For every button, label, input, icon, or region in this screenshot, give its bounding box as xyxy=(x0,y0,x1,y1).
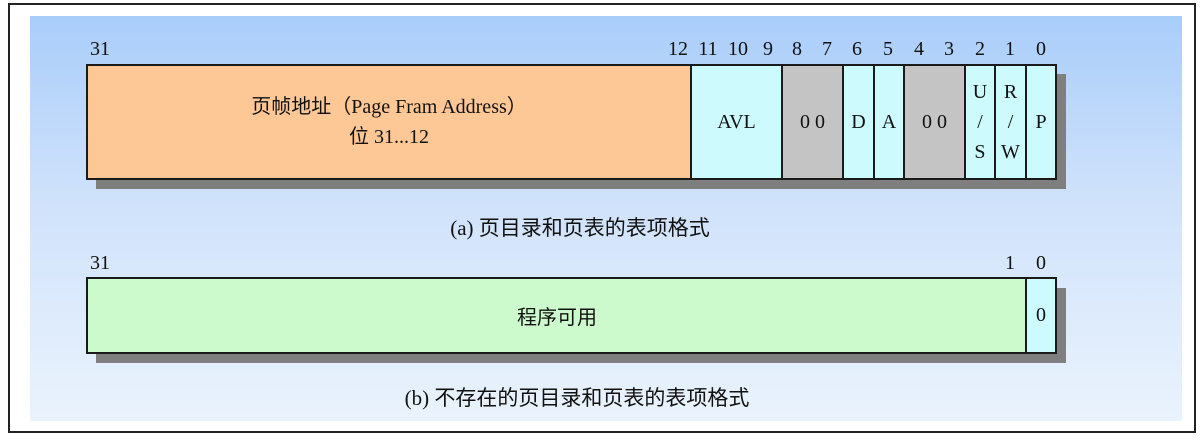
bit-8-label: 8 xyxy=(792,38,802,60)
caption-b: (b) 不存在的页目录和页表的表项格式 xyxy=(404,386,750,410)
us-char-slash: / xyxy=(977,111,983,133)
bit-3-label: 3 xyxy=(944,38,954,60)
read-write-bit-field: R / W xyxy=(994,64,1027,180)
page-frame-line1: 页帧地址（Page Fram Address） xyxy=(251,96,527,118)
caption-a: (a) 页目录和页表的表项格式 xyxy=(450,216,710,240)
page-frame-address-field: 页帧地址（Page Fram Address） 位 31...12 xyxy=(86,64,692,180)
present-bit-zero-label: 0 xyxy=(1036,304,1046,326)
bit-31-label: 31 xyxy=(90,38,110,60)
page-frame-line2: 位 31...12 xyxy=(349,126,429,148)
present-bit-field: P xyxy=(1025,64,1057,180)
reserved-bits-4-3-field: 0 0 xyxy=(903,64,966,180)
bit-1-label-b: 1 xyxy=(1005,252,1015,274)
user-supervisor-bit-field: U / S xyxy=(964,64,996,180)
present-bit-zero-field: 0 xyxy=(1025,277,1057,354)
rw-char-r: R xyxy=(1003,81,1018,103)
rw-char-w: W xyxy=(1001,141,1020,163)
bit-31-label-b: 31 xyxy=(90,252,110,274)
avl-label: AVL xyxy=(717,110,756,133)
dirty-bit-label: D xyxy=(851,110,866,133)
bit-5-label: 5 xyxy=(883,38,893,60)
present-bit-label: P xyxy=(1035,110,1047,133)
bit-0-label-b: 0 xyxy=(1036,252,1046,274)
bit-0-label: 0 xyxy=(1036,38,1046,60)
bit-9-label: 9 xyxy=(763,38,773,60)
program-available-label: 程序可用 xyxy=(517,307,597,329)
bit-2-label: 2 xyxy=(975,38,985,60)
reserved-bits-8-7-field: 0 0 xyxy=(781,64,844,180)
program-available-field: 程序可用 xyxy=(86,277,1028,354)
reserved-bits-8-7-label: 0 0 xyxy=(800,110,825,133)
accessed-bit-field: A xyxy=(873,64,905,180)
bit-1-label: 1 xyxy=(1005,38,1015,60)
dirty-bit-field: D xyxy=(842,64,875,180)
us-char-u: U xyxy=(972,81,988,103)
us-char-s: S xyxy=(974,141,986,163)
bit-7-label: 7 xyxy=(822,38,832,60)
bit-12-label: 12 xyxy=(668,38,688,60)
bit-11-label: 11 xyxy=(698,38,718,60)
rw-char-slash: / xyxy=(1007,111,1014,133)
accessed-bit-label: A xyxy=(881,110,897,133)
bit-10-label: 10 xyxy=(728,38,748,60)
reserved-bits-4-3-label: 0 0 xyxy=(922,110,947,133)
bit-4-label: 4 xyxy=(914,38,924,60)
avl-field: AVL xyxy=(690,64,783,180)
bit-6-label: 6 xyxy=(852,38,862,60)
